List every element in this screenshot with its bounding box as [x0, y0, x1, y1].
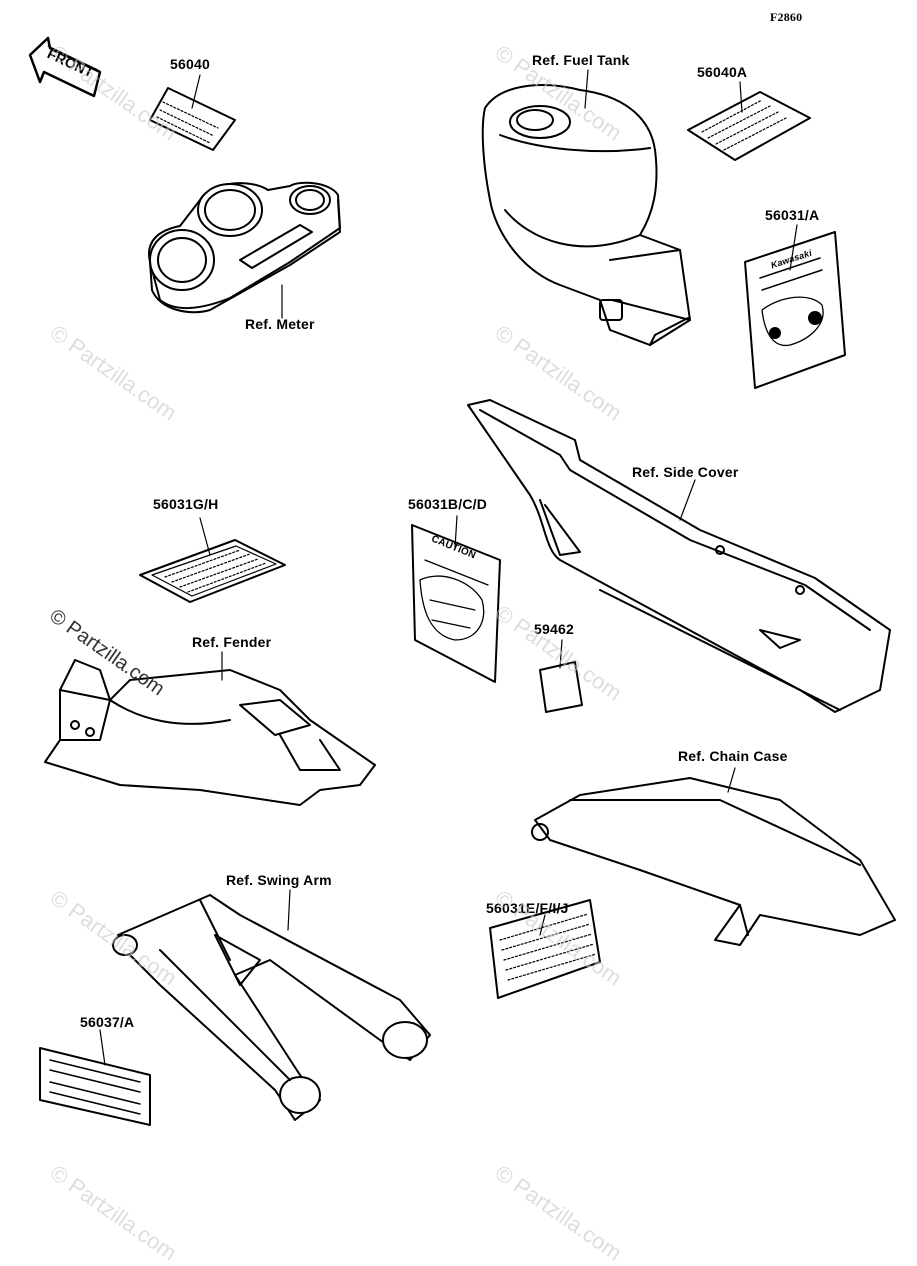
rear-fender: [44, 651, 376, 806]
fuel-tank: [481, 69, 691, 346]
ref-fender: Ref. Fender: [192, 634, 272, 650]
label-sheet-56040: [149, 74, 236, 151]
ref-chain-case: Ref. Chain Case: [678, 748, 788, 764]
swing-arm: [112, 889, 431, 1121]
ref-meter: Ref. Meter: [245, 316, 315, 332]
ref-side-cover: Ref. Side Cover: [632, 464, 739, 480]
part-56040: 56040: [170, 56, 210, 72]
part-59462: 59462: [534, 621, 574, 637]
part-56031EFIJ: 56031E/F/I/J: [486, 900, 569, 916]
front-arrow-icon: [28, 36, 102, 98]
part-56031A: 56031/A: [765, 207, 820, 223]
label-sheet-56040A: [687, 81, 811, 161]
part-56031BCD: 56031B/C/D: [408, 496, 488, 512]
part-56031GH: 56031G/H: [153, 496, 219, 512]
meter-housing: [148, 181, 341, 319]
label-56031GH: [139, 517, 286, 603]
label-59462: [539, 639, 583, 713]
label-56037A: [39, 1029, 151, 1126]
parts-diagram: [28, 36, 896, 1126]
figure-code: F2860: [770, 10, 803, 24]
part-56037A: 56037/A: [80, 1014, 135, 1030]
side-cover: [467, 399, 891, 713]
part-56040A: 56040A: [697, 64, 748, 80]
chain-case: [531, 767, 896, 946]
ref-swing-arm: Ref. Swing Arm: [226, 872, 332, 888]
label-56031BCD: [411, 515, 501, 683]
ref-fuel-tank: Ref. Fuel Tank: [532, 52, 630, 68]
label-56031A: [744, 224, 846, 389]
label-56031EFIJ: [489, 899, 601, 999]
